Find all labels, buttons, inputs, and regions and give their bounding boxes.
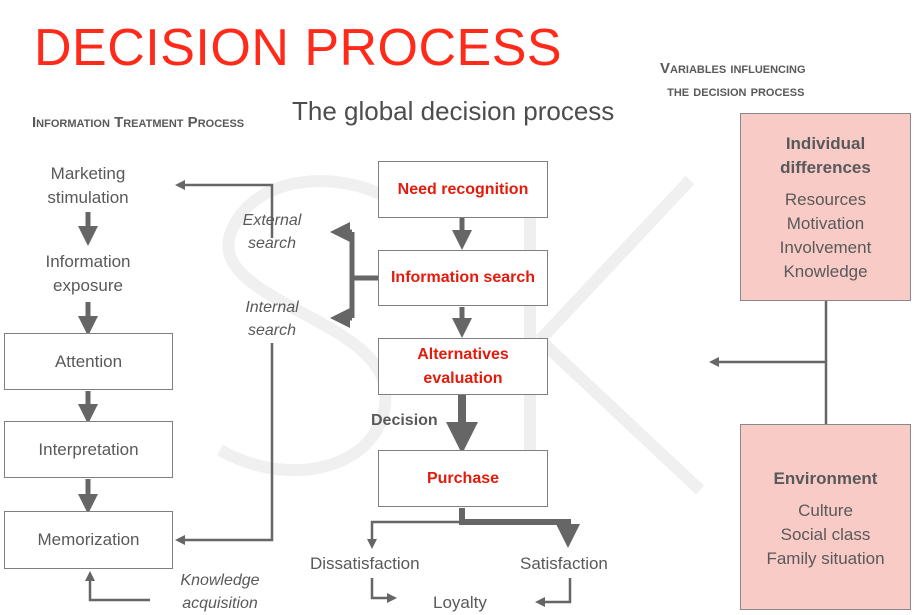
knowledge-line-1: Knowledge	[180, 572, 260, 589]
arrow-to-dissatisfaction	[367, 508, 464, 549]
individual-heading-line-1: Individual	[785, 134, 866, 153]
marketing-line-2: stimulation	[47, 188, 129, 207]
interpretation-box: Interpretation	[4, 421, 173, 478]
satisfaction-label: Satisfaction	[520, 554, 608, 573]
alternatives-line-1: Alternatives	[417, 345, 509, 363]
information-exposure-label: Information exposure	[30, 250, 146, 298]
environment-items: Culture Social class Family situation	[741, 499, 910, 571]
arrow-external-to-marketing	[175, 180, 274, 238]
environment-item: Culture	[798, 501, 853, 520]
arrow-internal-to-memorization	[175, 343, 274, 545]
right-header-line-1: Variables influencing	[660, 60, 806, 77]
diagram-subtitle: The global decision process	[292, 96, 615, 126]
environment-heading: Environment	[773, 469, 878, 488]
purchase-box: Purchase	[378, 450, 548, 507]
arrow-to-satisfaction	[459, 508, 580, 548]
decision-label: Decision	[371, 412, 438, 429]
information-search-box: Information search	[378, 250, 548, 306]
right-header-line-2: the decision process	[667, 83, 805, 100]
individual-item: Knowledge	[783, 262, 868, 281]
marketing-stimulation-label: Marketing stimulation	[30, 162, 146, 210]
exposure-line-1: Information	[45, 252, 131, 271]
individual-heading-line-2: differences	[780, 158, 871, 177]
arrow-knowledge-acquisition	[85, 571, 150, 602]
knowledge-line-2: acquisition	[182, 595, 258, 612]
alternatives-evaluation-box: Alternatives evaluation	[378, 338, 548, 395]
right-column-header: Variables influencing the decision proce…	[660, 60, 806, 100]
marketing-line-1: Marketing	[50, 164, 126, 183]
memorization-box: Memorization	[4, 511, 173, 569]
individual-item: Motivation	[786, 214, 865, 233]
need-recognition-box: Need recognition	[378, 161, 548, 218]
attention-box: Attention	[4, 333, 173, 390]
knowledge-acquisition-label: Knowledge acquisition	[172, 569, 268, 615]
arrow-satisfaction-loyalty	[535, 578, 572, 607]
internal-search-label: Internal search	[232, 296, 312, 342]
individual-item: Involvement	[779, 238, 872, 257]
external-search-label: External search	[232, 209, 312, 255]
internal-line-2: search	[247, 322, 297, 339]
exposure-line-2: exposure	[53, 276, 123, 295]
environment-box: Environment Culture Social class Family …	[740, 424, 911, 610]
external-line-1: External	[242, 212, 302, 229]
page-title: DECISION PROCESS	[34, 19, 563, 77]
loyalty-label: Loyalty	[433, 593, 487, 612]
internal-line-1: Internal	[245, 299, 299, 316]
dissatisfaction-label: Dissatisfaction	[310, 554, 420, 573]
environment-item: Family situation	[766, 549, 885, 568]
arrow-dissatisfaction-loyalty	[370, 578, 397, 603]
individual-item: Resources	[784, 190, 867, 209]
individual-items: Resources Motivation Involvement Knowled…	[741, 188, 910, 284]
external-line-2: search	[247, 235, 297, 252]
environment-item: Social class	[780, 525, 871, 544]
alternatives-line-2: evaluation	[423, 369, 503, 387]
left-column-header: Information Treatment Process	[32, 114, 245, 131]
individual-differences-box: Individual differences Resources Motivat…	[740, 113, 911, 301]
